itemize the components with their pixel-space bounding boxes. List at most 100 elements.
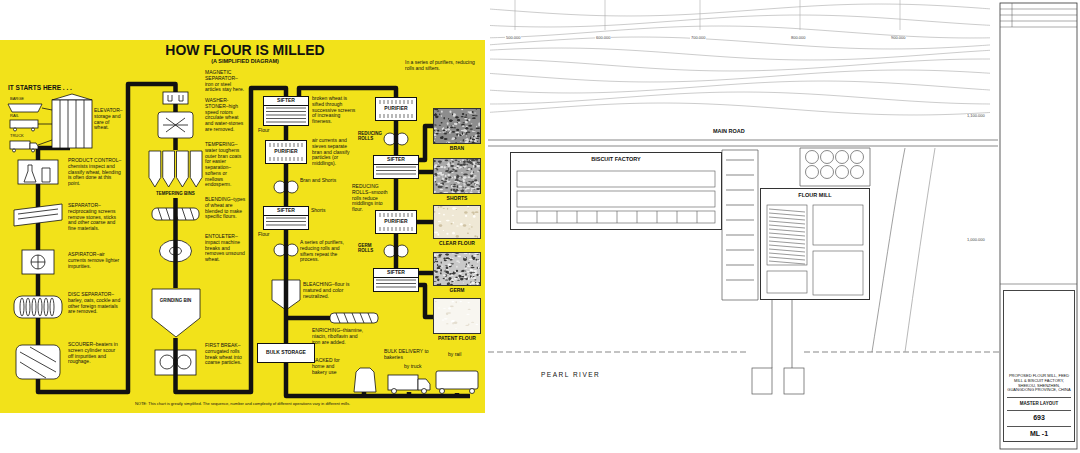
drawing-rect xyxy=(434,159,480,193)
drawing-ellipse xyxy=(457,163,460,165)
drawing-ellipse xyxy=(471,189,472,191)
drawing-ellipse xyxy=(442,160,444,162)
drawing-line xyxy=(396,213,397,217)
drawing-line xyxy=(404,114,405,118)
drawing-line xyxy=(266,218,306,219)
drawing-rect xyxy=(10,141,30,149)
drawing-ellipse xyxy=(461,271,464,272)
drawing-ellipse xyxy=(437,278,439,281)
drawing-ellipse xyxy=(459,161,461,163)
grid-coordinate: 1,000.000 xyxy=(966,238,986,243)
drawing-path xyxy=(722,150,758,300)
drawing-circle xyxy=(32,149,35,152)
drawing-ellipse xyxy=(464,211,468,213)
drawing-rect xyxy=(158,112,193,138)
transport-label: RAIL xyxy=(10,114,19,119)
node-label: FLOUR MILL xyxy=(796,192,833,198)
caption-text: In a series of purifiers, reducing rolls… xyxy=(405,60,479,72)
drawing-ellipse xyxy=(439,283,441,285)
drawing-ellipse xyxy=(466,187,470,189)
drawing-line xyxy=(400,114,401,118)
drawing-ellipse xyxy=(451,165,453,167)
node-label: SHORTS xyxy=(447,196,468,202)
drawing-ellipse xyxy=(456,260,459,261)
drawing-svg xyxy=(434,253,480,285)
drawing-ellipse xyxy=(461,275,464,277)
drawing-ellipse xyxy=(463,160,466,163)
drawing-ellipse xyxy=(464,192,468,193)
drawing-line xyxy=(769,213,805,216)
drawing-ellipse xyxy=(464,118,467,119)
drawing-line xyxy=(769,261,805,264)
drawing-ellipse xyxy=(448,263,452,266)
drawing-ellipse xyxy=(478,191,479,193)
sample-photo xyxy=(433,298,481,334)
drawing-ellipse xyxy=(471,255,472,258)
drawing-ellipse xyxy=(471,182,475,184)
drawing-line xyxy=(388,213,389,217)
drawing-ellipse xyxy=(461,188,462,190)
drawing-path xyxy=(163,151,175,187)
caption-text: FIRST BREAK–corrugated rolls break wheat… xyxy=(205,343,246,366)
drawing-ellipse xyxy=(466,160,468,163)
drawing-ellipse xyxy=(435,184,437,186)
drawing-line xyxy=(376,287,416,288)
drawing-line xyxy=(557,211,558,223)
drawing-ellipse xyxy=(468,262,469,264)
drawing-ellipse xyxy=(436,276,439,277)
drawing-circle xyxy=(470,389,475,394)
drawing-circle xyxy=(821,151,834,164)
caption-text: BULK DELIVERY to bakeries xyxy=(384,349,430,361)
drawing-g xyxy=(152,289,200,337)
caption-text: DISC SEPARATOR–barley, oats, cockle and … xyxy=(68,292,122,315)
caption-text: TEMPERING–water toughens outer bran coat… xyxy=(205,142,246,188)
drawing-ellipse xyxy=(473,274,475,276)
drawing-ellipse xyxy=(440,186,442,189)
title-block-text: PROPOSED FLOUR MILL, FEED MILL & BISCUIT… xyxy=(1007,374,1071,392)
drawing-g xyxy=(20,298,54,316)
drawing-ellipse xyxy=(435,301,437,302)
drawing-ellipse xyxy=(476,188,480,190)
drawing-ellipse xyxy=(447,126,449,128)
drawing-ellipse xyxy=(465,127,468,130)
drawing-ellipse xyxy=(437,266,441,267)
drawing-ellipse xyxy=(477,140,478,142)
drawing-rect xyxy=(434,253,480,285)
drawing-ellipse xyxy=(459,176,462,178)
drawing-ellipse xyxy=(452,112,456,114)
drawing-ellipse xyxy=(458,277,459,278)
drawing-ellipse xyxy=(442,207,445,209)
drawing-ellipse xyxy=(443,214,445,216)
drawing-ellipse xyxy=(445,186,449,187)
drawing-ellipse xyxy=(456,134,458,136)
drawing-ellipse xyxy=(435,271,438,273)
drawing-rect xyxy=(517,171,715,187)
caption-text: ASPIRATOR–air currents remove lighter im… xyxy=(68,252,122,269)
drawing-path xyxy=(152,289,200,337)
drawing-line xyxy=(408,227,409,231)
stream-label: Flour xyxy=(258,128,269,134)
drawing-ellipse xyxy=(456,225,458,226)
drawing-ellipse xyxy=(464,270,466,272)
drawing-ellipse xyxy=(469,224,470,225)
drawing-path xyxy=(1000,3,1077,27)
drawing-ellipse xyxy=(455,142,456,143)
drawing-circle xyxy=(31,255,45,269)
drawing-ellipse xyxy=(435,261,437,262)
drawing-ellipse xyxy=(466,263,467,265)
drawing-ellipse xyxy=(437,317,439,319)
drawing-ellipse xyxy=(470,129,473,130)
drawing-ellipse xyxy=(454,278,457,280)
drawing-line xyxy=(412,100,413,104)
drawing-ellipse xyxy=(434,128,437,130)
drawing-ellipse xyxy=(434,173,437,175)
grid-coordinate: 800.000 xyxy=(790,36,806,41)
drawing-ellipse xyxy=(466,159,468,160)
node-label: PATENT FLOUR xyxy=(438,336,476,342)
drawing-ellipse xyxy=(442,178,444,181)
drawing-line xyxy=(697,211,698,223)
drawing-ellipse xyxy=(473,137,475,139)
drawing-ellipse xyxy=(475,259,477,262)
drawing-ellipse xyxy=(438,161,442,163)
drawing-g xyxy=(488,0,1077,449)
